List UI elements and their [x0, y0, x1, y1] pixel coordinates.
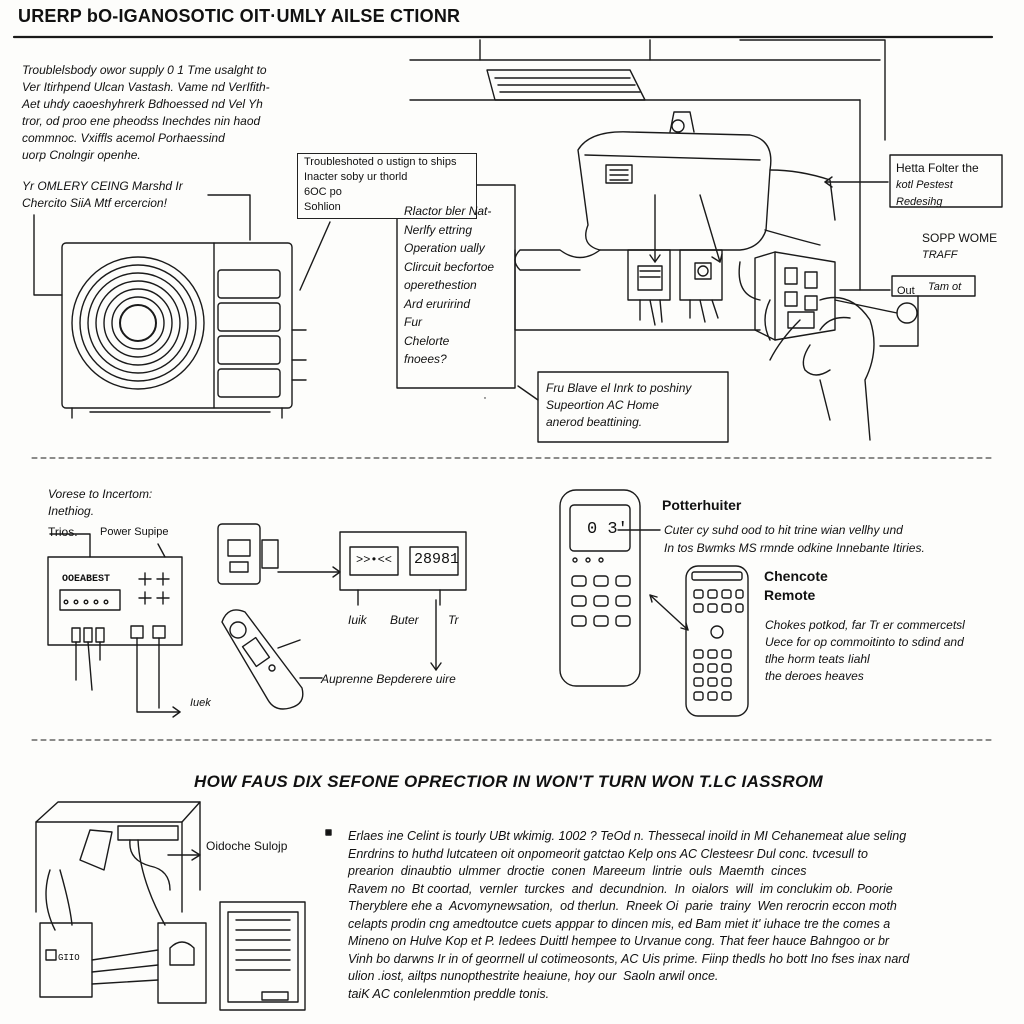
- paragraph-line: prearion dinaubtio ulmmer droctie conen …: [348, 864, 807, 878]
- intro-line: Troublelsbody owor supply 0 1 Tme usalgh…: [22, 63, 267, 77]
- paragraph-line: ulion .iost, ailtps nunopthestrite heaiu…: [348, 969, 719, 983]
- intro-line: tror, od proo ene pheodss Inechdes nin h…: [22, 114, 261, 128]
- desc-line: tlhe horm teats Iiahl: [765, 652, 870, 666]
- bottom-callout-text: Fru Blave el Inrk to poshiny Supeortion …: [546, 380, 691, 431]
- note-line: Redesihg: [896, 196, 943, 208]
- page-title: URERP bO-IGANOSOTIC OIT·UMLY AILSE CTION…: [18, 6, 461, 26]
- callout-line: Supeortion AC Home: [546, 398, 659, 412]
- troubleshoot-callout: Troubleshoted o ustign to ships Inacter …: [297, 153, 477, 219]
- iuik-label: Iuik: [348, 613, 367, 627]
- note-line: Hetta Folter the: [896, 161, 979, 175]
- display-readout-right: 28981: [414, 551, 460, 568]
- sopp-label: SOPP WOME TRAFF: [922, 230, 997, 264]
- checklist-item: operethestion: [404, 278, 477, 292]
- paragraph-line: Theryblere ehe a Acvomynewsation, od the…: [348, 899, 897, 913]
- paragraph-line: taiK AC conlelenmtion preddle tonis.: [348, 986, 550, 1001]
- checklist-item: Ard erurirind: [404, 296, 471, 311]
- trios-label: Trios.: [48, 525, 78, 539]
- unit-label: GIIO: [58, 953, 80, 963]
- heading-line: Inethiog.: [48, 504, 95, 518]
- checklist-item: Nerlfy ettring: [404, 222, 473, 237]
- desc-line: the deroes heaves: [765, 669, 864, 683]
- handheld-device-illustration: [221, 609, 304, 710]
- intro-line: Ver Itirhpend Ulcan Vastash. Vame nd Ver…: [22, 80, 270, 94]
- checklist-item: Fur: [404, 315, 422, 329]
- callout-line: Fru Blave el Inrk to poshiny: [546, 381, 692, 395]
- checklist: Rlactor bler Nat- Nerlfy ettring Operati…: [404, 202, 494, 369]
- intro-line: commnoc. Vxiffls acemol Porhaessind: [22, 131, 225, 145]
- intro-text: Troublelsbody owor supply 0 1 Tme usalgh…: [22, 62, 270, 164]
- checklist-item: Rlactor bler Nat-: [404, 204, 492, 218]
- desc-line: In tos Bwmks MS rmnde odkine Innebante I…: [664, 541, 925, 555]
- paragraph-line: Erlaes ine Celint is tourly UBt wkimig. …: [348, 829, 907, 843]
- power-supply-callout: Oidoche Sulojp: [206, 839, 288, 853]
- callout-line: Sohlion: [304, 201, 341, 213]
- iuek-label: Iuek: [190, 697, 211, 709]
- callout-line: anerod beattining.: [546, 415, 643, 429]
- desc-line: Uece for op commoitinto to sdind and: [765, 635, 964, 649]
- power-supply-label: Power Supipe: [100, 526, 169, 538]
- remote-heading: Remote: [764, 587, 816, 603]
- potterhuiter-heading: Potterhuiter: [662, 497, 742, 513]
- paragraph-line: Vinh bo darwns Ir in of georrnell ul cot…: [348, 951, 910, 966]
- label-line: SOPP WOME: [922, 231, 998, 245]
- display-readout-left: >>•<<: [356, 553, 393, 567]
- out-label: Out: [897, 285, 915, 297]
- indoor-unit-illustration: [409, 39, 886, 441]
- troubleshoot-paragraph: Erlaes ine Celint is tourly UBt wkimig. …: [348, 828, 988, 1003]
- section-heading: HOW FAUS DIX SEFONE OPRECTIOR IN WON'T T…: [194, 772, 823, 791]
- heading-line: Vorese to Incertom:: [48, 487, 153, 501]
- checklist-item: fnoees?: [404, 352, 447, 366]
- remote-desc: Chokes potkod, far Tr er commercetsl Uec…: [765, 617, 965, 685]
- potter-desc: Cuter cy suhd ood to hit trine wian vell…: [664, 521, 925, 557]
- intro-line: uorp Cnolngir openhe.: [22, 148, 141, 162]
- label-line: TRAFF: [922, 249, 958, 261]
- bottom-label: Auprenne Bepderere uire: [321, 672, 456, 686]
- intro-line: Aet uhdy caoeshyhrerk Bdhoessed nd Vel Y…: [22, 97, 263, 111]
- buter-label: Buter: [390, 613, 419, 627]
- outdoor-unit-illustration: [61, 242, 307, 419]
- breaker-panel-illustration: [47, 533, 183, 718]
- checklist-item: Clircuit becfortoe: [404, 259, 495, 274]
- power-supply-illustration: [35, 801, 306, 1011]
- outdoor-unit-label: Yr OMLERY CEING Marshd Ir Chercito SiiA …: [22, 178, 183, 212]
- tam-label: Tam ot: [928, 281, 962, 293]
- callout-line: Inacter soby ur thorld: [304, 171, 408, 183]
- label-line: Chercito SiiA Mtf ercercion!: [22, 196, 167, 210]
- callout-line: Troubleshoted o ustign to ships: [304, 156, 457, 168]
- chencote-heading: Chencote: [764, 568, 828, 584]
- remote-control-illustration: [559, 489, 641, 687]
- label-line: Yr OMLERY CEING Marshd Ir: [22, 179, 183, 193]
- tr-label: Tr: [448, 613, 459, 627]
- desc-line: Chokes potkod, far Tr er commercetsl: [765, 618, 965, 632]
- checklist-item: Chelorte: [404, 333, 450, 348]
- paragraph-line: celapts prodin cng amedtoutce cuets appp…: [348, 916, 891, 931]
- paragraph-line: Enrdrins to huthd lutcateen oit onpomeor…: [348, 846, 868, 861]
- paragraph-line: Ravem no Bt coortad, vernler turckes and…: [348, 881, 893, 896]
- diagnostic-heading: Vorese to Incertom: Inethiog.: [48, 486, 152, 520]
- desc-line: Cuter cy suhd ood to hit trine wian vell…: [664, 523, 903, 537]
- panel-label: OOEABEST: [62, 574, 111, 585]
- paragraph-line: Mineno on Hulve Kop et P. Iedees Duittl …: [348, 934, 890, 948]
- note-line: kotl Pestest: [896, 179, 953, 191]
- callout-line: 6OC po: [304, 186, 342, 198]
- second-remote-illustration: [685, 565, 749, 717]
- remote-display: 0 3': [587, 520, 628, 539]
- checklist-item: Operation ually: [404, 241, 485, 255]
- filter-note: Hetta Folter the kotl Pestest Redesihg: [896, 160, 979, 211]
